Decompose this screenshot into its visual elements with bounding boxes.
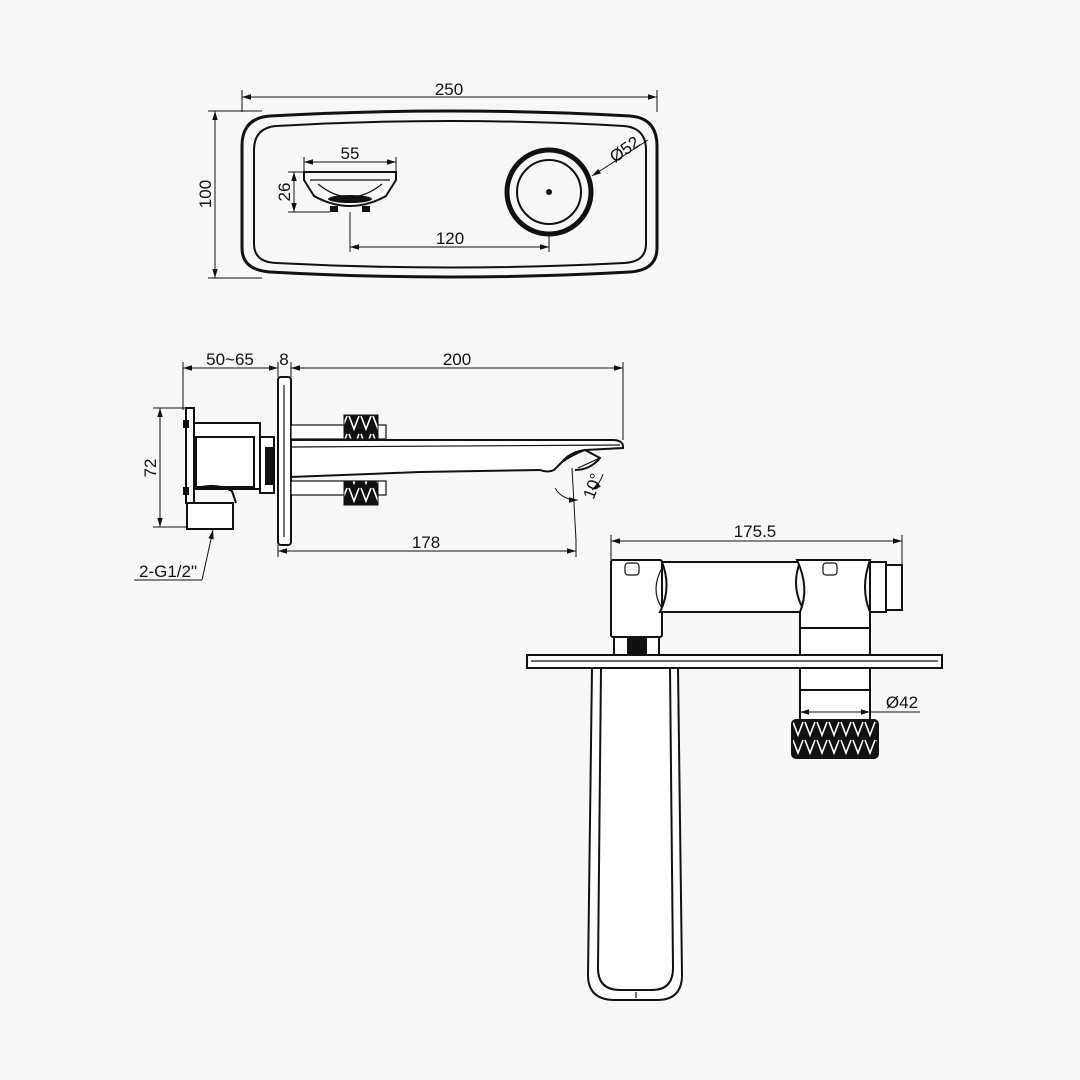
side-knob: [290, 414, 387, 506]
height-label: 100: [196, 180, 215, 208]
body-height-label: 72: [141, 459, 160, 478]
top-cartridge: [795, 559, 903, 656]
dim-50-65: 50~65: [182, 350, 279, 410]
width-label: 250: [435, 80, 463, 99]
side-spout: [290, 439, 625, 479]
projection-label: 178: [412, 533, 440, 552]
dim-200: 200: [291, 350, 624, 440]
dim-55: 55: [303, 144, 397, 172]
spout-width-label: 55: [341, 144, 360, 163]
dim-120: 120: [349, 212, 550, 252]
dim-handle-diameter: Ø42: [800, 693, 920, 715]
spout-outlet: [303, 171, 397, 212]
front-knob: [504, 147, 594, 237]
spout-height-label: 26: [275, 183, 294, 202]
side-view: 10° 50~65 8 200 72 178: [134, 350, 625, 581]
dim-175-5: 175.5: [610, 522, 903, 565]
front-plate-outer: [240, 109, 659, 279]
knob-diameter-label: Ø52: [606, 132, 643, 166]
top-view: 175.5 Ø42: [526, 522, 943, 1001]
top-valve-tube: [655, 561, 807, 613]
dim-100: 100: [196, 110, 262, 279]
side-valve-body: [183, 407, 275, 530]
connection-label: 2-G1/2": [139, 562, 197, 581]
wall-depth-label: 50~65: [206, 350, 254, 369]
top-spout: [586, 667, 684, 1001]
top-valve-body: [610, 559, 663, 656]
dim-250: 250: [241, 80, 658, 112]
dim-connection: 2-G1/2": [134, 529, 214, 581]
handle-diameter-label: Ø42: [886, 693, 918, 712]
dim-178: 178: [277, 533, 577, 557]
dim-26: 26: [275, 171, 330, 213]
plate-thickness-label: 8: [279, 350, 288, 369]
top-handle: [791, 667, 879, 759]
front-view: 250 100 55 26 120 Ø52: [196, 80, 659, 279]
dim-72: 72: [141, 407, 187, 528]
front-plate-inner: [253, 120, 647, 269]
spacing-label: 120: [436, 229, 464, 248]
spout-length-label: 200: [443, 350, 471, 369]
dim-knob-diameter: Ø52: [591, 132, 649, 177]
angle-marker: 10°: [554, 467, 606, 541]
dim-8: 8: [279, 350, 292, 377]
length-label: 175.5: [734, 522, 777, 541]
